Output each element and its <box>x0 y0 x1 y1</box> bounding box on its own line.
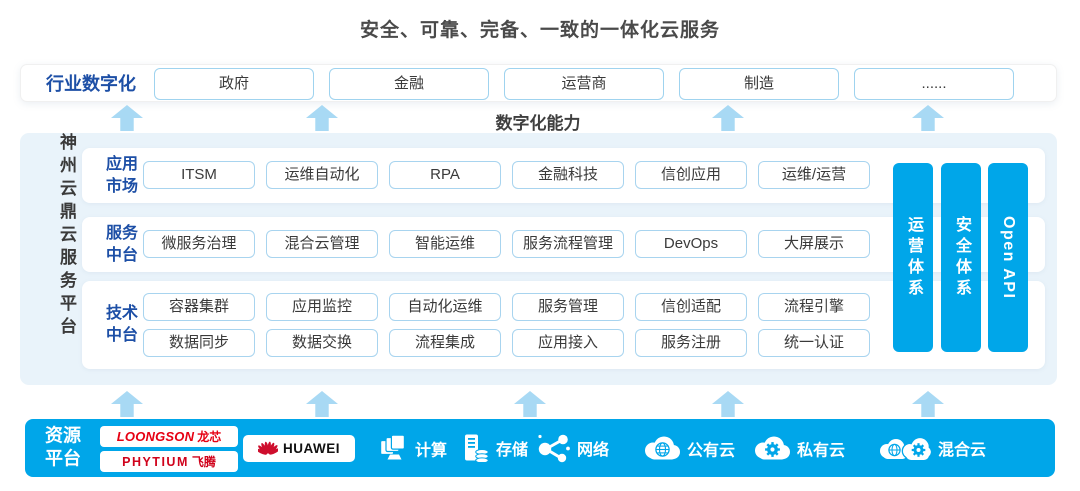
capability-box-flow-integration: 流程集成 <box>389 329 501 357</box>
resource-item-label: 私有云 <box>797 442 846 459</box>
pillar-openapi-label: Open API <box>1000 215 1017 300</box>
up-arrow-icon <box>712 391 744 417</box>
resource-item-label: 网络 <box>577 442 610 459</box>
pillar-open-api: Open API <box>988 163 1028 352</box>
industry-digitalization-bar: 行业数字化 政府 金融 运营商 制造 ...... <box>20 64 1057 102</box>
app-market-label: 应用 市场 <box>105 155 138 195</box>
capability-box-flow-engine: 流程引擎 <box>758 293 870 321</box>
industry-box-finance: 金融 <box>329 68 489 100</box>
up-arrow-icon <box>111 105 143 131</box>
resource-item-private-cloud: 私有云 <box>753 436 845 461</box>
huawei-brand-text: HUAWEI <box>283 441 340 456</box>
capability-box-fintech: 金融科技 <box>512 161 624 189</box>
resource-platform-label: 资源 平台 <box>45 425 81 469</box>
resource-item-storage: 存储 <box>462 434 528 462</box>
industry-label: 行业数字化 <box>46 74 136 94</box>
phytium-logo: PHYTIUM 飞腾 <box>100 451 238 472</box>
capability-box-itsm: ITSM <box>143 161 255 189</box>
tech-platform-box-list-2: 数据同步 数据交换 流程集成 应用接入 服务注册 统一认证 <box>143 329 870 357</box>
capability-box-aiops: 智能运维 <box>389 230 501 258</box>
resource-platform-bar: 资源 平台 LOONGSON 龙芯 PHYTIUM 飞腾 <box>25 419 1055 477</box>
capability-box-auto-ops: 自动化运维 <box>389 293 501 321</box>
compute-icon <box>380 434 405 460</box>
public-cloud-icon <box>645 436 680 460</box>
resource-item-compute: 计算 <box>380 434 448 462</box>
capability-box-xinchuang-adapt: 信创适配 <box>635 293 747 321</box>
loongson-cn-text: 龙芯 <box>197 430 222 444</box>
capability-box-unified-auth: 统一认证 <box>758 329 870 357</box>
resource-item-network: 网络 <box>537 433 609 463</box>
capability-box-data-exchange: 数据交换 <box>266 329 378 357</box>
resource-item-label: 存储 <box>496 442 529 459</box>
up-arrow-icon <box>306 105 338 131</box>
industry-box-government: 政府 <box>154 68 314 100</box>
service-middle-platform-row: 服务 中台 微服务治理 混合云管理 智能运维 服务流程管理 DevOps 大屏展… <box>82 217 1045 272</box>
cloud-platform-panel: 神州云鼎云服务平台 应用 市场 ITSM 运维自动化 RPA 金融科技 信创应用… <box>20 133 1057 385</box>
capability-box-app-monitor: 应用监控 <box>266 293 378 321</box>
resource-item-label: 混合云 <box>938 442 987 459</box>
huawei-flower-icon <box>258 441 278 455</box>
capability-box-devops: DevOps <box>635 230 747 258</box>
tech-middle-platform-row: 技术 中台 容器集群 应用监控 自动化运维 服务管理 信创适配 流程引擎 数据同… <box>82 281 1045 369</box>
capability-box-service-flow: 服务流程管理 <box>512 230 624 258</box>
network-icon <box>538 434 570 463</box>
service-platform-label: 服务 中台 <box>105 224 138 264</box>
pillar-operation-system: 运营体系 <box>893 163 933 352</box>
capability-box-hybrid-mgmt: 混合云管理 <box>266 230 378 258</box>
page-title: 安全、可靠、完备、一致的一体化云服务 <box>359 20 720 41</box>
pillar-security-label: 安全体系 <box>953 215 970 300</box>
resource-item-label: 公有云 <box>687 442 736 459</box>
industry-box-more: ...... <box>854 68 1014 100</box>
service-platform-box-list: 微服务治理 混合云管理 智能运维 服务流程管理 DevOps 大屏展示 <box>143 230 870 258</box>
app-market-box-list: ITSM 运维自动化 RPA 金融科技 信创应用 运维/运营 <box>143 161 870 189</box>
loongson-brand-text: LOONGSON <box>116 429 195 444</box>
private-cloud-icon <box>755 436 790 460</box>
up-arrow-icon <box>712 105 744 131</box>
resource-item-public-cloud: 公有云 <box>643 436 735 461</box>
phytium-cn-text: 飞腾 <box>191 455 216 469</box>
up-arrow-icon <box>306 391 338 417</box>
capability-box-microservice: 微服务治理 <box>143 230 255 258</box>
tech-platform-label: 技术 中台 <box>105 305 138 344</box>
capability-box-ops-operation: 运维/运营 <box>758 161 870 189</box>
capability-box-app-access: 应用接入 <box>512 329 624 357</box>
phytium-brand-text: PHYTIUM <box>122 454 189 469</box>
capability-box-data-sync: 数据同步 <box>143 329 255 357</box>
resource-item-hybrid-cloud: 混合云 <box>878 435 986 461</box>
resource-item-label: 计算 <box>415 442 448 459</box>
up-arrow-icon <box>514 391 546 417</box>
tech-platform-box-list-1: 容器集群 应用监控 自动化运维 服务管理 信创适配 流程引擎 <box>143 293 870 321</box>
up-arrow-icon <box>912 105 944 131</box>
capability-box-rpa: RPA <box>389 161 501 189</box>
app-market-row: 应用 市场 ITSM 运维自动化 RPA 金融科技 信创应用 运维/运营 <box>82 148 1045 203</box>
industry-box-list: 政府 金融 运营商 制造 ...... <box>154 68 1014 100</box>
pillar-security-system: 安全体系 <box>941 163 981 352</box>
capability-box-service-mgmt: 服务管理 <box>512 293 624 321</box>
loongson-logo: LOONGSON 龙芯 <box>100 426 238 447</box>
hybrid-cloud-icon <box>880 436 931 460</box>
capability-box-big-screen: 大屏展示 <box>758 230 870 258</box>
up-arrow-icon <box>912 391 944 417</box>
capability-box-ops-automation: 运维自动化 <box>266 161 378 189</box>
industry-box-operator: 运营商 <box>504 68 664 100</box>
storage-icon <box>465 434 489 462</box>
huawei-logo: HUAWEI <box>243 435 355 462</box>
capability-box-xinchuang-app: 信创应用 <box>635 161 747 189</box>
digital-capability-label: 数字化能力 <box>495 114 581 133</box>
capability-box-service-registry: 服务注册 <box>635 329 747 357</box>
industry-box-manufacturing: 制造 <box>679 68 839 100</box>
platform-name: 神州云鼎云服务平台 <box>57 133 76 340</box>
pillar-operation-label: 运营体系 <box>905 215 922 300</box>
capability-box-container: 容器集群 <box>143 293 255 321</box>
up-arrow-icon <box>111 391 143 417</box>
